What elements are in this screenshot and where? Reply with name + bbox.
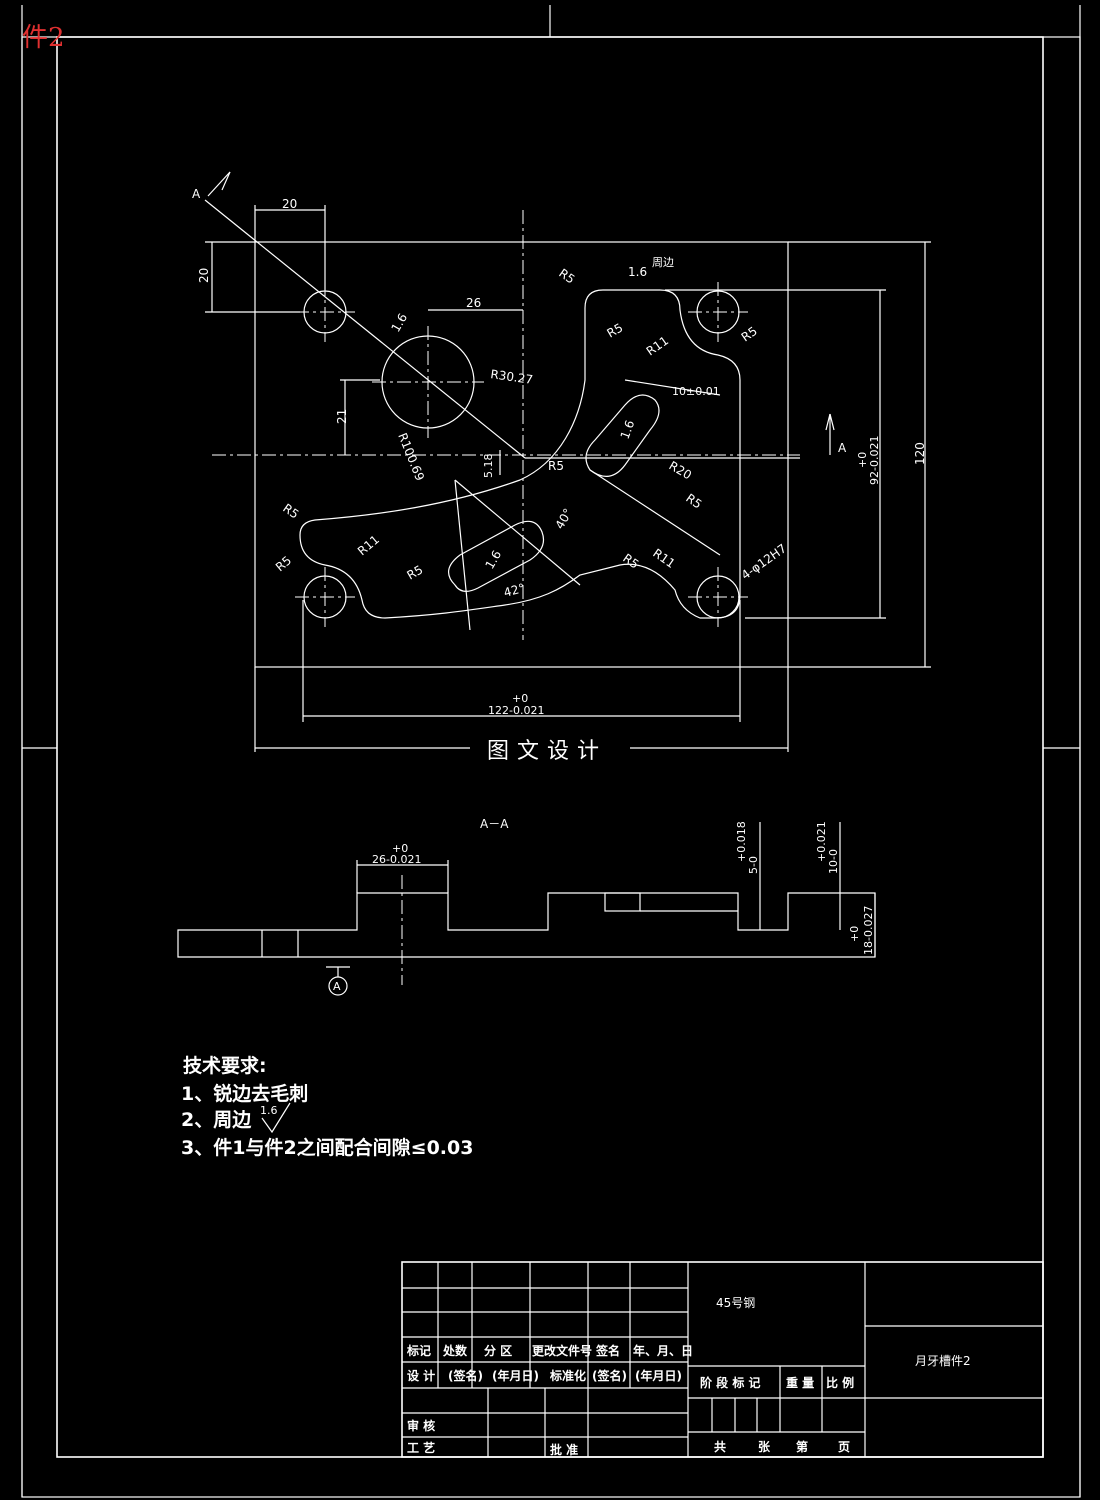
dim-r5-a: R5	[556, 266, 577, 287]
dim-r5-h: R5	[405, 562, 426, 582]
roughness-symbol-icon	[261, 1102, 291, 1134]
row-standard-sign: (签名)	[592, 1368, 627, 1383]
dim-26: 26	[466, 296, 481, 310]
row-standard-date: (年月日)	[635, 1368, 682, 1383]
section-profile	[177, 892, 876, 958]
dim-angle-42: 42°	[502, 581, 526, 600]
dim-r30-27: R30.27	[490, 367, 534, 387]
hdr-mark: 标记	[406, 1343, 431, 1358]
plan-view: A A 20 20 26 21 5.18 R30.27 R10	[192, 171, 931, 764]
hdr-sign: 签名	[595, 1343, 620, 1358]
dim-r11-b: R11	[355, 532, 382, 558]
dim-5-18: 5.18	[482, 454, 495, 479]
dim-r11-c: R11	[650, 546, 677, 571]
hdr-zone: 分 区	[484, 1343, 512, 1358]
dim-122-upper: +0	[512, 692, 528, 705]
sheet-unit: 张	[758, 1439, 771, 1454]
profile-outline	[299, 289, 741, 619]
dim-21: 21	[335, 409, 349, 424]
sheet-total: 共	[714, 1439, 726, 1454]
dim-angle-40: 40°	[552, 506, 575, 531]
row-standard: 标准化	[549, 1368, 586, 1383]
dim-s26-upper: +0	[392, 842, 408, 855]
roughness-slot-right: 1.6	[618, 418, 638, 441]
dim-s5-upper: +0.018	[735, 821, 748, 862]
section-arrow-label: A	[192, 187, 201, 201]
material-label: 45号钢	[716, 1296, 755, 1310]
dim-120: 120	[913, 442, 927, 465]
dim-r5-g: R5	[273, 553, 294, 574]
title-block: 45号钢 月牙槽件2 标记 处数 分 区 更改文件号 签名 年、月、日 设 计 …	[401, 1261, 1044, 1458]
row-process: 工 艺	[407, 1440, 435, 1455]
slot-center	[448, 520, 545, 592]
stage-label: 阶 段 标 记	[700, 1375, 761, 1390]
row-design-date: (年月日)	[492, 1368, 539, 1383]
sheet-no: 第	[796, 1439, 808, 1454]
dim-92: 92-0.021	[868, 436, 881, 485]
view-label: 图文设计	[487, 739, 607, 764]
dim-r5-e: R5	[683, 491, 704, 512]
dim-s26: 26-0.021	[372, 853, 421, 866]
dim-10: 10±0.01	[672, 385, 720, 398]
tech-rough-symbol: 1.6	[260, 1104, 278, 1117]
dim-20-h: 20	[282, 197, 297, 211]
dim-r5-f: R5	[280, 501, 301, 522]
section-label: A－A	[480, 817, 509, 831]
datum-label: A	[333, 980, 341, 993]
dim-r5-c: R5	[739, 324, 760, 345]
row-approve: 批 准	[550, 1442, 578, 1457]
sheet-page: 页	[838, 1440, 850, 1454]
dim-122: 122-0.021	[488, 704, 544, 717]
dim-r5-b: R5	[605, 320, 626, 340]
hdr-date: 年、月、日	[633, 1343, 693, 1358]
slot-right	[585, 394, 660, 477]
scale-label: 比 例	[826, 1375, 854, 1390]
dim-s18: 18-0.027	[862, 906, 875, 955]
weight-label: 重 量	[786, 1375, 814, 1390]
dim-r5-i: R5	[620, 551, 641, 572]
roughness-boss: 1.6	[388, 311, 410, 335]
dim-r11-a: R11	[644, 333, 671, 358]
dim-92-upper: +0	[856, 452, 869, 468]
hdr-count: 处数	[442, 1343, 468, 1358]
dim-s18-upper: +0	[848, 926, 861, 942]
row-design-sign: (签名)	[448, 1368, 483, 1383]
section-arrow-label-right: A	[838, 441, 847, 455]
datum-circle	[328, 976, 348, 996]
technical-requirements: 技术要求: 1、锐边去毛刺 2、周边 1.6 3、件1与件2之间配合间隙≤0.0…	[181, 1054, 473, 1159]
part-tag: 件2	[22, 23, 65, 53]
dim-r5-d: R5	[548, 459, 564, 473]
dim-r100-69: R100.69	[395, 431, 427, 483]
tech-title: 技术要求:	[183, 1054, 267, 1077]
dim-s10: 10-0	[827, 849, 840, 874]
hdr-change: 更改文件号	[532, 1343, 592, 1358]
row-review: 审 核	[407, 1418, 435, 1433]
tech-item-1: 1、锐边去毛刺	[181, 1082, 308, 1105]
row-design: 设 计	[407, 1368, 435, 1383]
dim-20-v: 20	[197, 268, 211, 283]
section-view: A－A A +0 26-0.021 +0.018 5-0 +0.021 10-0…	[177, 817, 876, 996]
dim-holes: 4-φ12H7	[739, 541, 789, 582]
dim-s5: 5-0	[747, 856, 760, 874]
dim-s10-upper: +0.021	[815, 821, 828, 862]
dim-r20: R20	[667, 458, 694, 482]
part-name: 月牙槽件2	[915, 1354, 971, 1368]
tech-item-3: 3、件1与件2之间配合间隙≤0.03	[181, 1136, 473, 1159]
roughness-top: 1.6	[628, 265, 647, 279]
roughness-slot-center: 1.6	[482, 548, 504, 572]
roughness-top-note: 周边	[652, 256, 674, 269]
tech-item-2: 2、周边	[181, 1109, 252, 1131]
